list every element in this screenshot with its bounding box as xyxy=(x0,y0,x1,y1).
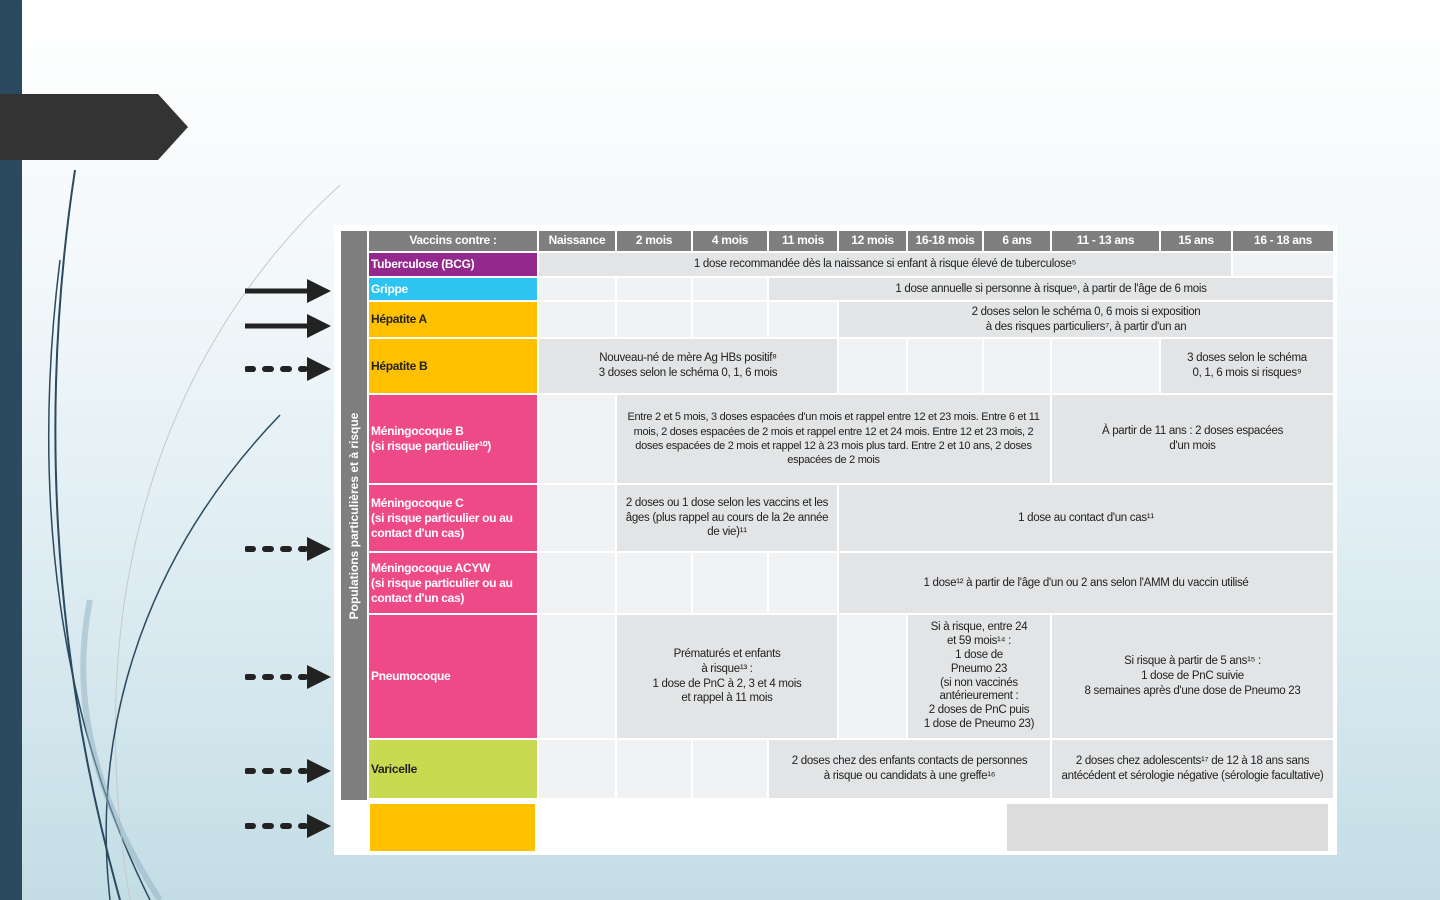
pneumo-child-dose: Si à risque, entre 24 et 59 mois¹⁴ : 1 d… xyxy=(908,615,1050,738)
decorative-curves xyxy=(48,169,341,900)
dotted-arrow-icon xyxy=(245,759,331,783)
row-label-pneumocoque: Pneumocoque xyxy=(369,615,537,738)
menb-teen-dose: À partir de 11 ans : 2 doses espacées d'… xyxy=(1052,395,1333,483)
empty-cell xyxy=(693,740,767,798)
header-16-18-ans: 16 - 18 ans xyxy=(1233,231,1333,251)
header-naissance: Naissance xyxy=(539,231,615,251)
solid-arrow-icon xyxy=(245,279,331,303)
vaccination-table: Vaccins contre : Naissance 2 mois 4 mois… xyxy=(369,231,1333,798)
hepb-newborn-dose: Nouveau-né de mère Ag HBs positif⁸ 3 dos… xyxy=(539,339,837,393)
empty-cell xyxy=(984,339,1050,393)
empty-cell xyxy=(908,339,982,393)
side-label: Populations particulières et à risque xyxy=(347,412,361,619)
empty-cell xyxy=(539,553,615,613)
menc-contact-dose: 1 dose au contact d'un cas¹¹ xyxy=(839,485,1333,551)
tb-dose: 1 dose recommandée dès la naissance si e… xyxy=(539,253,1231,276)
empty-cell xyxy=(839,339,906,393)
varicelle-teen-dose: 2 doses chez adolescents¹⁷ de 12 à 18 an… xyxy=(1052,740,1333,798)
empty-cell xyxy=(839,615,906,738)
row-label-tuberculose: Tuberculose (BCG) xyxy=(369,253,537,276)
dotted-arrow-icon xyxy=(245,537,331,561)
dotted-arrow-icon xyxy=(245,665,331,689)
header-12-mois: 12 mois xyxy=(839,231,906,251)
header-4-mois: 4 mois xyxy=(693,231,767,251)
header-2-mois: 2 mois xyxy=(617,231,691,251)
empty-cell xyxy=(617,553,691,613)
row-label-hepatite-a: Hépatite A xyxy=(369,302,537,337)
pneumo-older-dose: Si risque à partir de 5 ans¹⁵ : 1 dose d… xyxy=(1052,615,1333,738)
acyw-dose: 1 dose¹² à partir de l'âge d'un ou 2 ans… xyxy=(839,553,1333,613)
empty-cell xyxy=(693,553,767,613)
pneumo-infant-dose: Prématurés et enfants à risque¹³ : 1 dos… xyxy=(617,615,837,738)
highlight-box-gray xyxy=(1007,804,1328,851)
solid-arrow-icon xyxy=(245,314,331,338)
empty-cell xyxy=(539,485,615,551)
header-6-ans: 6 ans xyxy=(984,231,1050,251)
header-vaccins: Vaccins contre : xyxy=(369,231,537,251)
highlight-box-orange xyxy=(370,804,535,851)
empty-cell xyxy=(617,278,691,300)
empty-cell xyxy=(693,278,767,300)
side-label-bar: Populations particulières et à risque xyxy=(341,231,367,800)
row-label-meningocoque-b: Méningocoque B (si risque particulier¹⁰) xyxy=(369,395,537,483)
dotted-arrow-icon xyxy=(245,357,331,381)
empty-cell xyxy=(539,615,615,738)
empty-cell xyxy=(769,553,837,613)
empty-cell xyxy=(1052,339,1159,393)
empty-cell xyxy=(539,740,615,798)
row-label-grippe: Grippe xyxy=(369,278,537,300)
menb-child-dose: Entre 2 et 5 mois, 3 doses espacées d'un… xyxy=(617,395,1050,483)
empty-cell xyxy=(617,302,691,337)
row-label-varicelle: Varicelle xyxy=(369,740,537,798)
hepb-teen-dose: 3 doses selon le schéma 0, 1, 6 mois si … xyxy=(1161,339,1333,393)
empty-cell xyxy=(539,395,615,483)
dotted-arrow-icon xyxy=(245,814,331,838)
header-15-ans: 15 ans xyxy=(1161,231,1231,251)
left-accent-strip xyxy=(0,0,22,900)
empty-cell xyxy=(693,302,767,337)
header-16-18-mois: 16-18 mois xyxy=(908,231,982,251)
header-11-mois: 11 mois xyxy=(769,231,837,251)
header-11-13-ans: 11 - 13 ans xyxy=(1052,231,1159,251)
title-tab xyxy=(0,94,188,160)
empty-cell xyxy=(539,302,615,337)
row-label-meningocoque-c: Méningocoque C (si risque particulier ou… xyxy=(369,485,537,551)
empty-cell xyxy=(1233,253,1333,276)
empty-cell xyxy=(617,740,691,798)
hepa-dose: 2 doses selon le schéma 0, 6 mois si exp… xyxy=(839,302,1333,337)
menc-infant-dose: 2 doses ou 1 dose selon les vaccins et l… xyxy=(617,485,837,551)
row-label-meningocoque-acyw: Méningocoque ACYW (si risque particulier… xyxy=(369,553,537,613)
varicelle-child-dose: 2 doses chez des enfants contacts de per… xyxy=(769,740,1050,798)
empty-cell xyxy=(539,278,615,300)
row-label-hepatite-b: Hépatite B xyxy=(369,339,537,393)
empty-cell xyxy=(769,302,837,337)
grippe-dose: 1 dose annuelle si personne à risque⁶, à… xyxy=(769,278,1333,300)
